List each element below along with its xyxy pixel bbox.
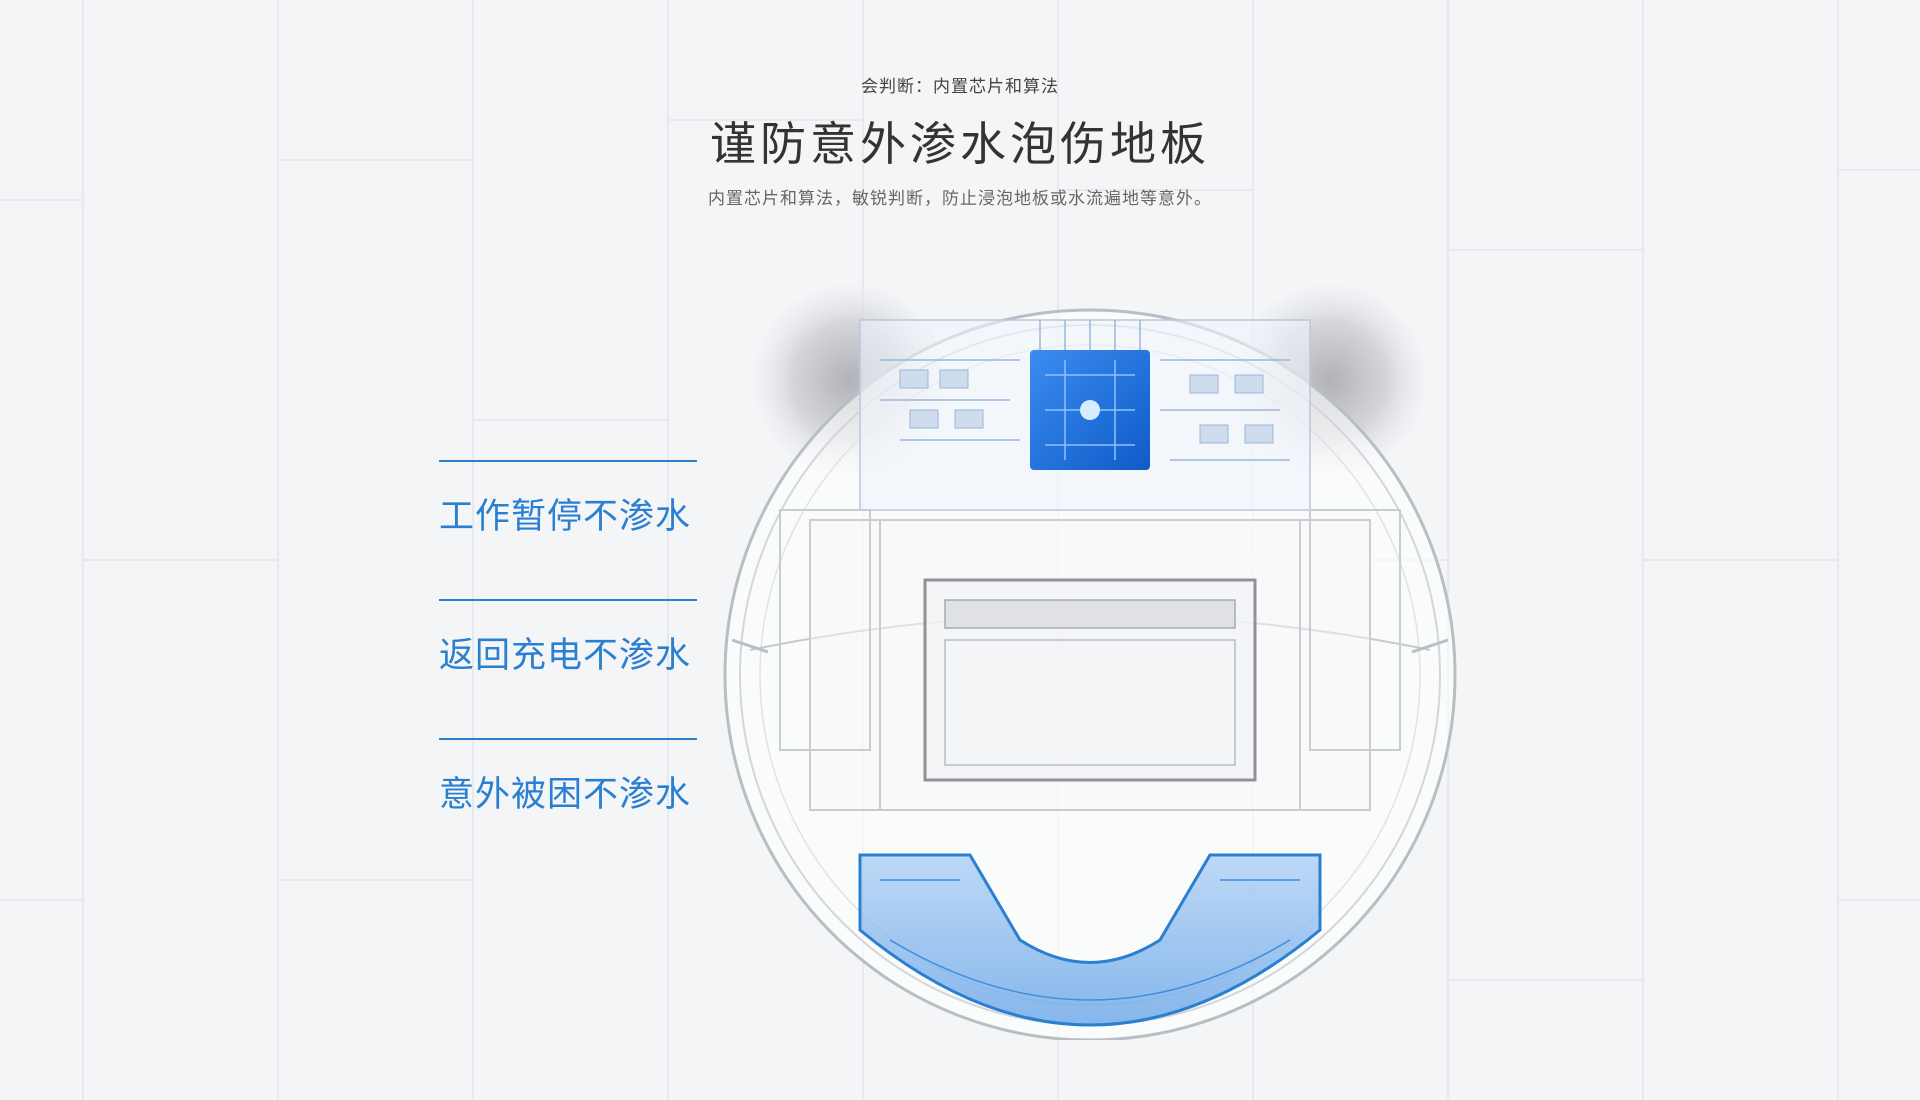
- feature-item: 意外被困不渗水: [439, 738, 697, 877]
- water-tank-icon: [858, 853, 1322, 1027]
- subline-text: 内置芯片和算法，敏锐判断，防止浸泡地板或水流遍地等意外。: [708, 189, 1212, 209]
- robot-vacuum-illustration: [723, 285, 1457, 1040]
- feature-label-charging: 返回充电不渗水: [439, 636, 692, 676]
- feature-item: 返回充电不渗水: [439, 599, 697, 738]
- chip-icon: [1030, 350, 1150, 470]
- feature-label-pause: 工作暂停不渗水: [439, 497, 692, 537]
- eyebrow-text: 会判断：内置芯片和算法: [861, 77, 1059, 97]
- feature-divider: [439, 460, 697, 462]
- dust-box-icon: [923, 578, 1257, 782]
- feature-item: 工作暂停不渗水: [439, 460, 697, 599]
- feature-divider: [439, 599, 697, 601]
- headline: 谨防意外渗水泡伤地板: [710, 117, 1210, 171]
- feature-divider: [439, 738, 697, 740]
- feature-label-stuck: 意外被困不渗水: [439, 775, 692, 815]
- feature-list: 工作暂停不渗水 返回充电不渗水 意外被困不渗水: [439, 460, 697, 877]
